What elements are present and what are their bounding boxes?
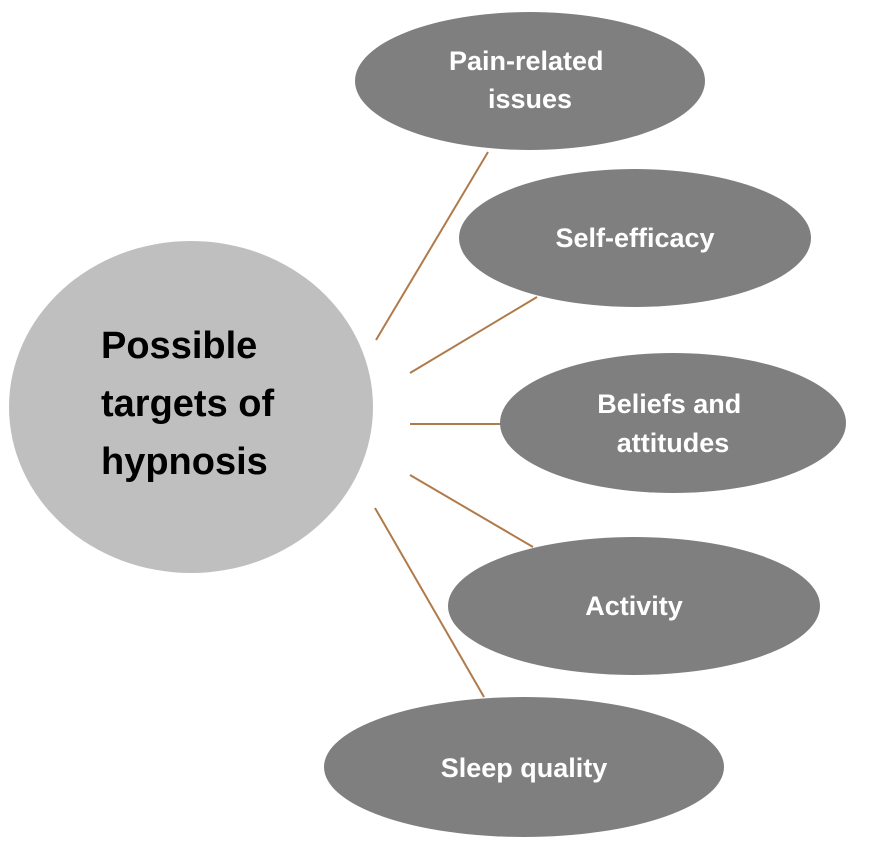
target-ellipse: [459, 169, 811, 307]
connector-sleep: [374, 507, 485, 698]
target-label-line-2: issues: [488, 84, 572, 114]
center-label-line-3: hypnosis: [101, 441, 268, 483]
target-label-line-1: Self-efficacy: [555, 223, 714, 253]
target-label-line-1: Activity: [585, 591, 683, 621]
target-label: Self-efficacy: [555, 223, 714, 253]
target-ellipse: [355, 12, 705, 150]
target-label-line-2: attitudes: [617, 428, 730, 458]
target-label: Pain-related issues: [449, 46, 611, 114]
target-label-line-1: Beliefs and: [597, 389, 741, 419]
target-ellipse: [324, 697, 724, 837]
target-label: Activity: [585, 591, 683, 621]
center-label-line-1: Possible: [101, 325, 257, 367]
target-ellipse: [500, 353, 846, 493]
connector-activity: [409, 474, 534, 548]
connectors: [374, 151, 538, 698]
center-label-line-2: targets of: [101, 383, 274, 425]
center-circle: [9, 241, 373, 573]
target-ellipse: [448, 537, 820, 675]
target-label-line-1: Pain-related: [449, 46, 604, 76]
target-label-line-1: Sleep quality: [441, 753, 608, 783]
target-beliefs-attitudes: Beliefs and attitudes: [500, 353, 846, 493]
target-activity: Activity: [448, 537, 820, 675]
target-pain-related: Pain-related issues: [355, 12, 705, 150]
center-label: Possible targets of hypnosis: [101, 325, 285, 483]
connector-self-efficacy: [409, 296, 538, 374]
connector-pain-related: [375, 151, 489, 341]
target-label: Beliefs and attitudes: [597, 389, 749, 458]
target-label: Sleep quality: [441, 753, 608, 783]
target-sleep-quality: Sleep quality: [324, 697, 724, 837]
target-self-efficacy: Self-efficacy: [459, 169, 811, 307]
center-node: Possible targets of hypnosis: [9, 241, 373, 573]
